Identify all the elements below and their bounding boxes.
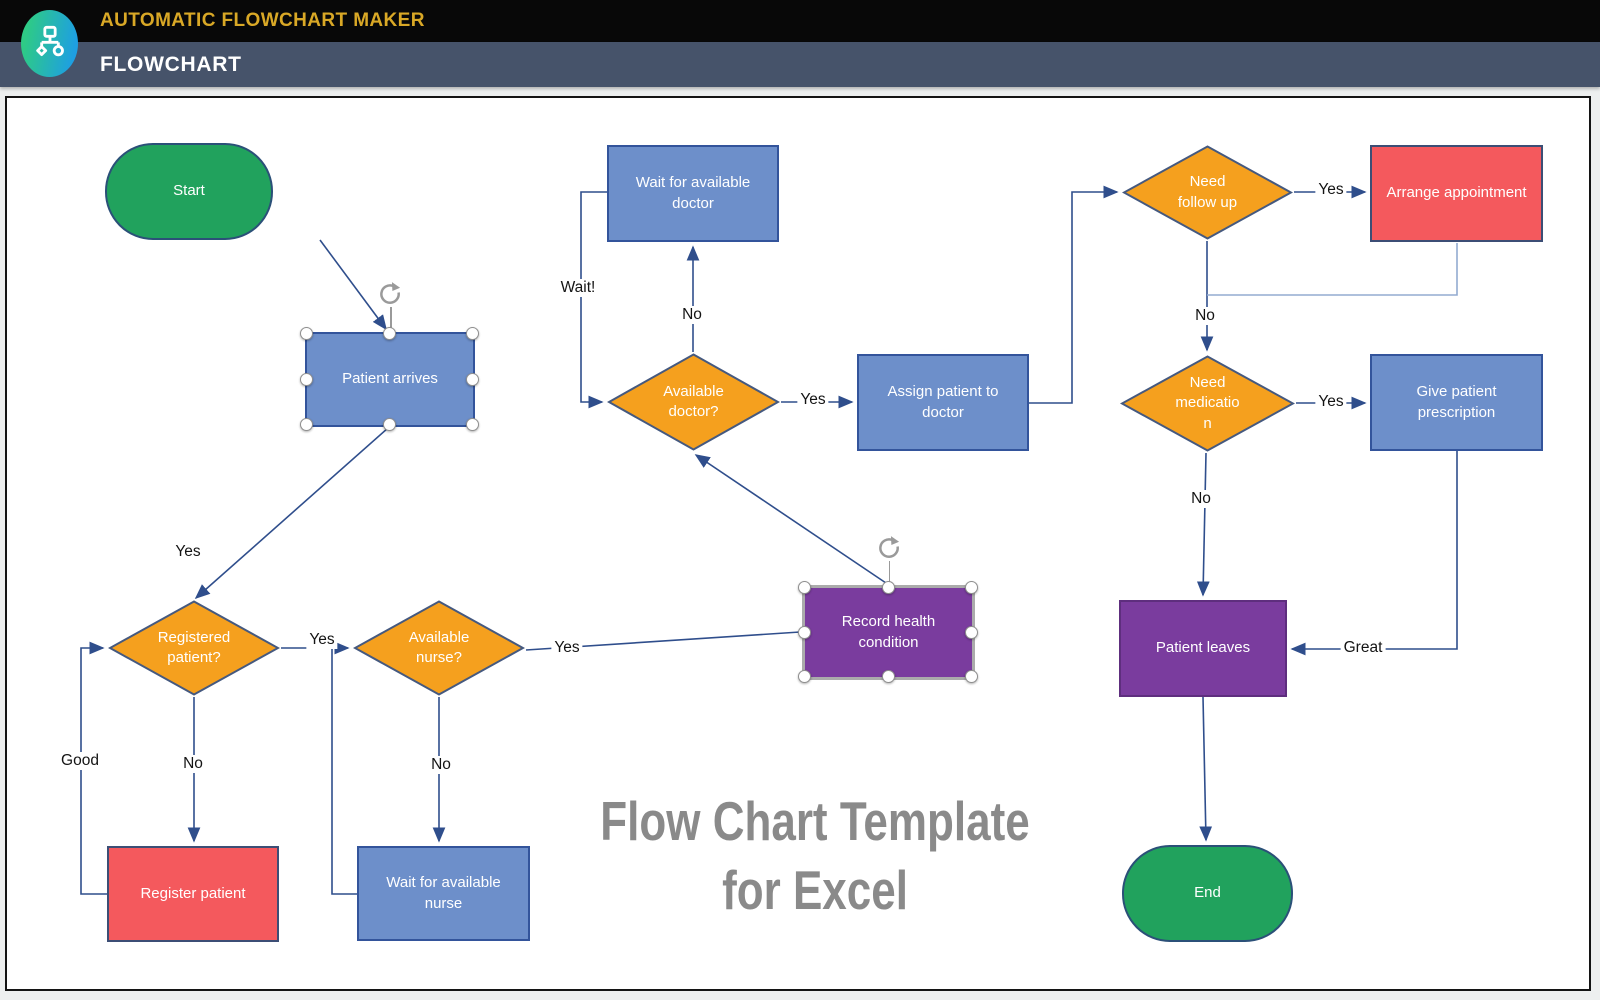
- node-patient-arrives[interactable]: Patient arrives: [300, 282, 479, 431]
- edge-arrives-to-registered-yes[interactable]: [194, 427, 389, 600]
- selection-handle[interactable]: [383, 327, 396, 340]
- edge-label-yes[interactable]: Yes: [172, 543, 204, 561]
- diamond-shape: [607, 353, 780, 451]
- node-end[interactable]: End: [1122, 845, 1293, 942]
- node-wait-doctor[interactable]: Wait for available doctor: [607, 145, 779, 242]
- node-label: Need follow up: [1177, 173, 1238, 211]
- selection-handle[interactable]: [466, 418, 479, 431]
- edge-label-no[interactable]: No: [1192, 307, 1218, 325]
- edge-label-yes[interactable]: Yes: [797, 391, 829, 409]
- sheet-canvas: [5, 96, 1591, 991]
- node-record-health[interactable]: Record health condition: [798, 536, 978, 683]
- watermark-line2: for Excel: [722, 858, 908, 921]
- edge-medication-no[interactable]: [1196, 452, 1210, 597]
- selection-handle[interactable]: [798, 670, 811, 683]
- edge-label-wait[interactable]: Wait!: [557, 279, 599, 297]
- node-label: Available doctor?: [663, 382, 724, 420]
- edge-record-to-doctor[interactable]: [694, 454, 887, 584]
- selection-handle[interactable]: [300, 327, 313, 340]
- selection-handle[interactable]: [300, 418, 313, 431]
- rotate-handle-icon[interactable]: [876, 535, 902, 566]
- watermark-line1: Flow Chart Template: [600, 790, 1030, 852]
- diamond-shape: [1122, 145, 1293, 240]
- rotate-handle-stem: [390, 307, 392, 334]
- node-assign-doctor[interactable]: Assign patient to doctor: [857, 354, 1029, 451]
- sheet-header-bar: [0, 42, 1600, 87]
- node-label: Need medicatio n: [1175, 374, 1240, 432]
- node-label: Start: [173, 182, 205, 200]
- edge-register-good-loop[interactable]: [80, 641, 107, 895]
- node-wait-nurse[interactable]: Wait for available nurse: [357, 846, 530, 941]
- node-need-medication[interactable]: Need medicatio n: [1120, 355, 1295, 452]
- app-header-bar: [0, 0, 1600, 42]
- edge-start-to-arrives[interactable]: [319, 239, 387, 331]
- node-need-followup[interactable]: Need follow up: [1122, 145, 1293, 240]
- edge-wait-nurse-loop[interactable]: [331, 649, 357, 895]
- edge-label-no[interactable]: No: [1188, 490, 1214, 508]
- selection-handle[interactable]: [466, 327, 479, 340]
- selection-handle[interactable]: [881, 670, 895, 683]
- edge-label-yes[interactable]: Yes: [551, 639, 583, 657]
- node-label: Registered patient?: [157, 628, 231, 666]
- selection-handle[interactable]: [965, 625, 978, 639]
- node-arrange-appointment[interactable]: Arrange appointment: [1370, 145, 1543, 242]
- node-label: Wait for available nurse: [386, 874, 501, 912]
- selection-handle[interactable]: [965, 581, 978, 594]
- edge-arrange-return[interactable]: [1207, 243, 1458, 296]
- node-give-prescription[interactable]: Give patient prescription: [1370, 354, 1543, 451]
- selection-handle[interactable]: [965, 670, 978, 683]
- selection-handle[interactable]: [798, 625, 811, 639]
- edge-label-no[interactable]: No: [679, 306, 705, 324]
- node-label: Register patient: [140, 884, 246, 902]
- node-available-doctor[interactable]: Available doctor?: [607, 353, 780, 451]
- app-title: AUTOMATIC FLOWCHART MAKER: [100, 10, 425, 31]
- node-label: Record health condition: [841, 613, 936, 651]
- sheet-title: FLOWCHART: [100, 53, 242, 76]
- rotate-handle-stem: [888, 561, 890, 588]
- diamond-shape: [1120, 355, 1295, 452]
- edge-label-good[interactable]: Good: [58, 752, 102, 770]
- flowchart-glyph-icon: [35, 25, 64, 56]
- node-register-patient[interactable]: Register patient: [107, 846, 279, 942]
- edge-label-yes[interactable]: Yes: [1315, 181, 1347, 199]
- edge-label-great[interactable]: Great: [1340, 639, 1386, 657]
- selection-handle[interactable]: [466, 372, 479, 386]
- edge-prescription-to-leaves[interactable]: [1290, 451, 1458, 656]
- selection-handle[interactable]: [881, 581, 895, 594]
- selection-handle[interactable]: [383, 418, 396, 431]
- node-label: End: [1194, 884, 1221, 902]
- node-label: Arrange appointment: [1386, 184, 1527, 202]
- selection-handle[interactable]: [300, 372, 313, 386]
- edge-assign-to-followup[interactable]: [1029, 185, 1119, 404]
- edge-label-no[interactable]: No: [180, 755, 206, 773]
- node-registered-patient[interactable]: Registered patient?: [108, 600, 280, 696]
- edge-label-yes[interactable]: Yes: [1315, 393, 1347, 411]
- edge-leaves-to-end[interactable]: [1199, 696, 1213, 842]
- node-start[interactable]: Start: [105, 143, 273, 240]
- node-label: Assign patient to doctor: [887, 383, 999, 421]
- diamond-shape: [108, 600, 280, 696]
- edge-label-no[interactable]: No: [428, 756, 454, 774]
- flowchart-logo-icon: [21, 10, 78, 77]
- edge-wait-doctor-loop[interactable]: [580, 191, 607, 409]
- node-label: Patient leaves: [1155, 639, 1251, 657]
- node-available-nurse[interactable]: Available nurse?: [353, 600, 525, 696]
- edge-label-yes[interactable]: Yes: [306, 631, 338, 649]
- rotate-handle-icon[interactable]: [377, 281, 403, 312]
- selection-handle[interactable]: [798, 581, 811, 594]
- watermark-title: Flow Chart Template for Excel: [559, 787, 1071, 925]
- node-label: Patient arrives: [342, 370, 438, 388]
- node-label: Give patient prescription: [1416, 383, 1497, 421]
- node-patient-leaves[interactable]: Patient leaves: [1119, 600, 1287, 697]
- node-label: Available nurse?: [408, 628, 470, 666]
- diamond-shape: [353, 600, 525, 696]
- node-label: Wait for available doctor: [635, 174, 751, 212]
